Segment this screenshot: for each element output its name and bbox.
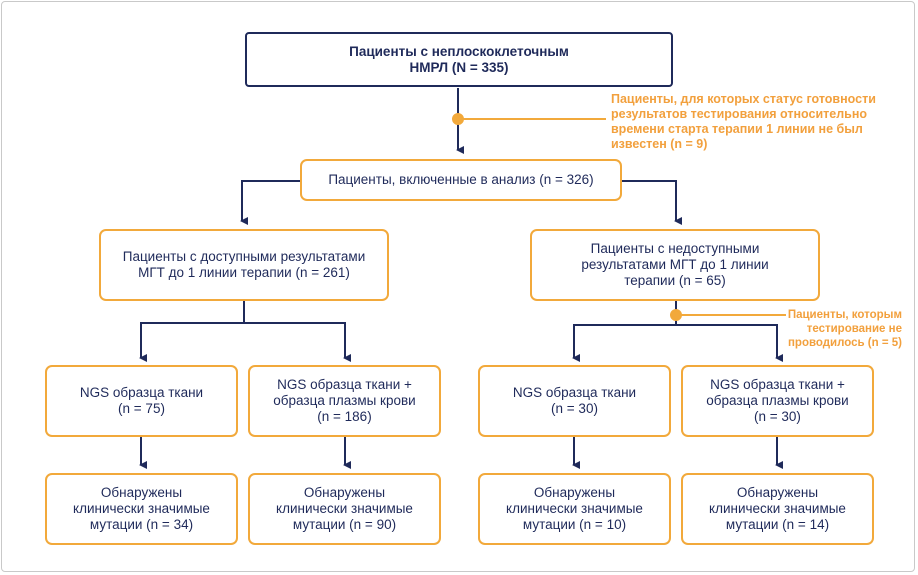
box-included: Пациенты, включенные в анализ (n = 326) <box>300 159 622 201</box>
box-test-tissue-1-label: NGS образца ткани (n = 75) <box>79 385 204 416</box>
box-result-3: Обнаружены клинически значимые мутации (… <box>478 473 671 545</box>
box-result-3-label: Обнаружены клинически значимые мутации (… <box>506 485 643 532</box>
arrow-to-unavailable <box>622 180 682 225</box>
arrow-to-available <box>240 180 300 225</box>
box-included-label: Пациенты, включенные в анализ (n = 326) <box>328 172 594 187</box>
box-result-1: Обнаружены клинически значимые мутации (… <box>45 473 238 545</box>
box-test-tissue-plasma-1-label: NGS образца ткани + образца плазмы крови… <box>273 377 416 424</box>
arrow-available-branch <box>139 300 245 362</box>
box-available-results-label: Пациенты с доступными результатами МГТ д… <box>122 249 366 280</box>
exclusion-dot-top <box>452 113 464 125</box>
arrow-unavailable-branch-2 <box>676 324 783 362</box>
box-result-4-label: Обнаружены клинически значимые мутации (… <box>709 485 846 532</box>
box-unavailable-results-label: Пациенты с недоступными результатами МГТ… <box>581 241 769 288</box>
box-test-tissue-plasma-1: NGS образца ткани + образца плазмы крови… <box>248 365 441 437</box>
exclusion-dot-untested <box>670 309 682 321</box>
box-result-1-label: Обнаружены клинически значимые мутации (… <box>73 485 210 532</box>
box-test-tissue-1: NGS образца ткани (n = 75) <box>45 365 238 437</box>
box-test-tissue-plasma-2: NGS образца ткани + образца плазмы крови… <box>681 365 874 437</box>
box-test-tissue-2: NGS образца ткани (n = 30) <box>478 365 671 437</box>
box-test-tissue-2-label: NGS образца ткани (n = 30) <box>512 385 637 416</box>
box-result-2-label: Обнаружены клинически значимые мутации (… <box>276 485 413 532</box>
box-test-tissue-plasma-2-label: NGS образца ткани + образца плазмы крови… <box>706 377 849 424</box>
note-not-tested: Пациенты, которым тестирование не провод… <box>787 309 902 349</box>
box-unavailable-results: Пациенты с недоступными результатами МГТ… <box>530 229 820 301</box>
box-total-patients-label: Пациенты с неплоскоклеточным НМРЛ (N = 3… <box>349 43 569 75</box>
box-total-patients: Пациенты с неплоскоклеточным НМРЛ (N = 3… <box>245 32 673 87</box>
note-unknown-status: Пациенты, для которых статус готовности … <box>611 92 876 151</box>
box-result-4: Обнаружены клинически значимые мутации (… <box>681 473 874 545</box>
box-result-2: Обнаружены клинически значимые мутации (… <box>248 473 441 545</box>
box-available-results: Пациенты с доступными результатами МГТ д… <box>99 229 389 301</box>
arrow-unavailable-branch <box>572 300 677 362</box>
arrow-available-branch-2 <box>244 322 351 362</box>
